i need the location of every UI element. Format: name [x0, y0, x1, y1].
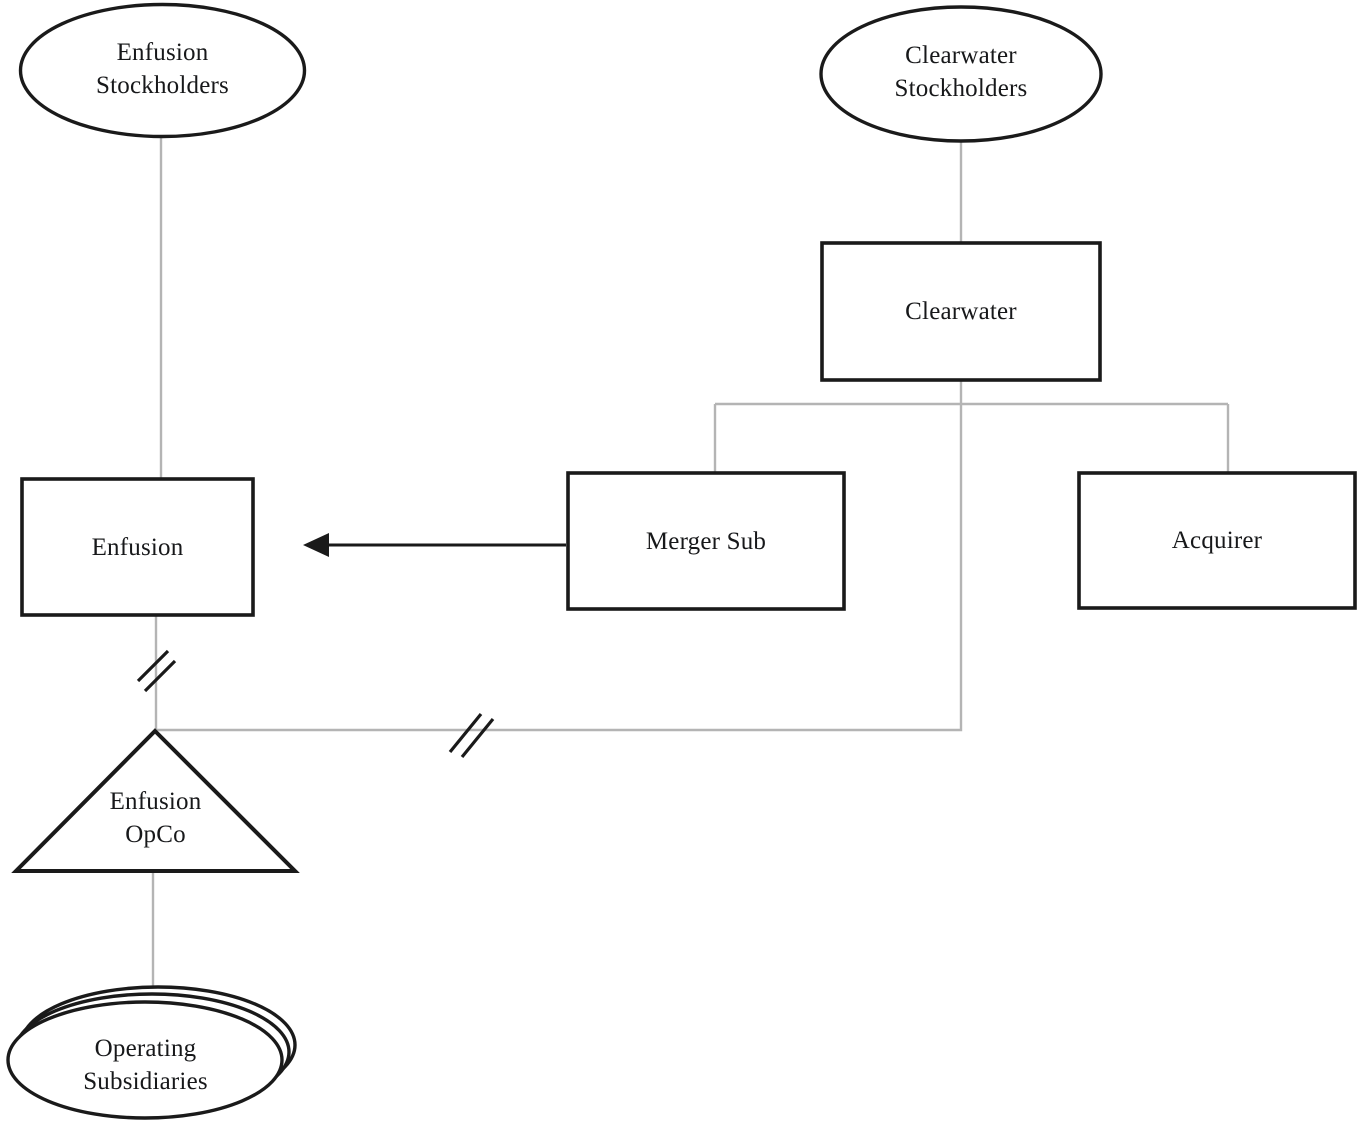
- connector-layer: [151, 135, 1230, 1003]
- node-shape-clearwater[interactable]: [820, 241, 1102, 382]
- break-mark-enfusion-opco-vertical: [136, 649, 177, 693]
- node-shape-operating-subsidiaries[interactable]: [6, 985, 297, 1120]
- arrowhead-icon: [303, 533, 329, 557]
- shape-layer: [6, 2, 1357, 1120]
- merger-arrow-merger-sub-into-enfusion: [303, 533, 566, 557]
- break-mark-layer: [136, 649, 495, 759]
- break-mark-clearwater-opco-horizontal: [448, 712, 495, 759]
- node-shape-enfusion[interactable]: [20, 477, 255, 617]
- node-shape-clearwater-stockholders[interactable]: [819, 5, 1103, 143]
- node-shape-enfusion-stockholders[interactable]: [18, 2, 307, 139]
- connector-clearwater-to-enfusion-opco: [156, 404, 963, 732]
- node-shape-merger-sub[interactable]: [566, 471, 846, 611]
- node-shape-enfusion-opco[interactable]: [11, 728, 300, 873]
- node-shape-acquirer[interactable]: [1077, 471, 1357, 610]
